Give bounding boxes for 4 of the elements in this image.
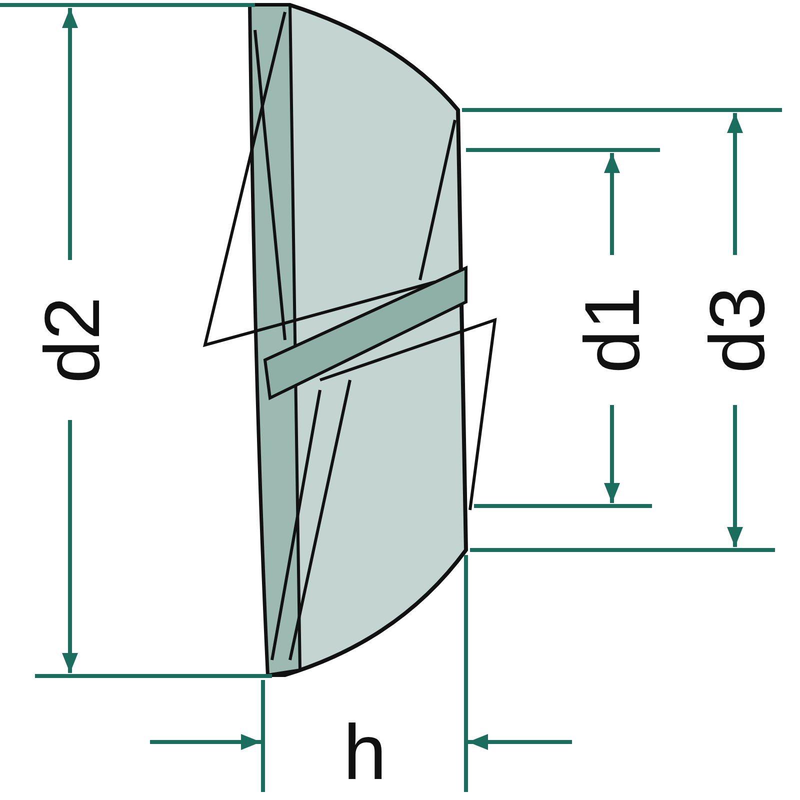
dimension-label: d3 [698,286,776,374]
dimension-label: h [343,713,387,791]
dimension-label: d1 [573,286,651,374]
dimension-label: d2 [33,296,111,384]
